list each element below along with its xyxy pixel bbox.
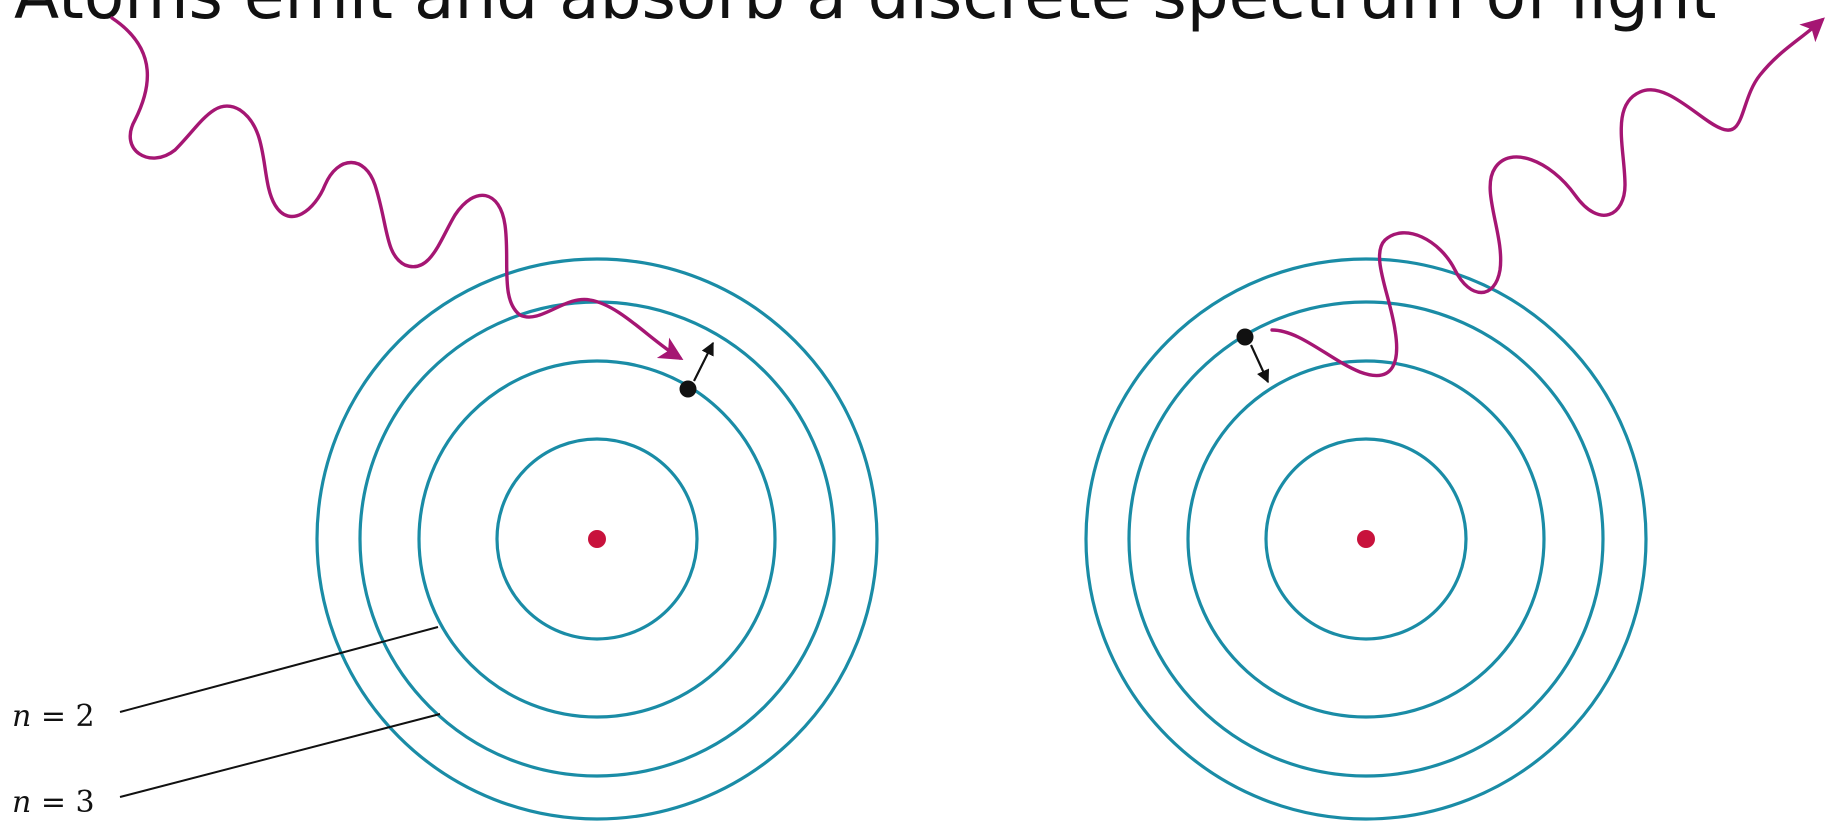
svg-text:n = 2: n = 2 bbox=[12, 699, 95, 734]
absorbing-atom bbox=[110, 16, 879, 821]
nucleus bbox=[1357, 530, 1375, 548]
n2-variable: n bbox=[12, 699, 31, 734]
n3-variable: n bbox=[12, 785, 31, 820]
orbit-n1 bbox=[495, 437, 699, 641]
emitting-atom bbox=[1084, 17, 1825, 821]
diagram-title: Atoms emit and absorb a discrete spectru… bbox=[14, 0, 1717, 34]
orbit-n1 bbox=[1264, 437, 1468, 641]
electron-drop-arrow bbox=[1250, 344, 1270, 384]
electron bbox=[1236, 328, 1254, 346]
orbit-label-n2: n = 2 bbox=[12, 626, 439, 734]
incoming-photon-wave bbox=[110, 16, 684, 361]
n2-equals: = bbox=[31, 699, 75, 734]
orbit-n2 bbox=[1186, 359, 1546, 719]
n3-equals: = bbox=[31, 785, 75, 820]
electron bbox=[679, 380, 697, 398]
n3-leader-line bbox=[119, 713, 441, 798]
orbit-n3 bbox=[1127, 300, 1605, 778]
orbit-n4 bbox=[315, 257, 879, 821]
outgoing-photon-wave bbox=[1270, 17, 1825, 378]
nucleus bbox=[588, 530, 606, 548]
electron-jump-arrow bbox=[693, 341, 714, 382]
n3-value: 3 bbox=[76, 785, 95, 820]
n2-leader-line bbox=[119, 626, 439, 713]
orbit-n4 bbox=[1084, 257, 1648, 821]
orbit-label-n3: n = 3 bbox=[12, 713, 441, 820]
orbit-n2 bbox=[417, 359, 777, 719]
n2-value: 2 bbox=[76, 699, 95, 734]
svg-text:n = 3: n = 3 bbox=[12, 785, 95, 820]
